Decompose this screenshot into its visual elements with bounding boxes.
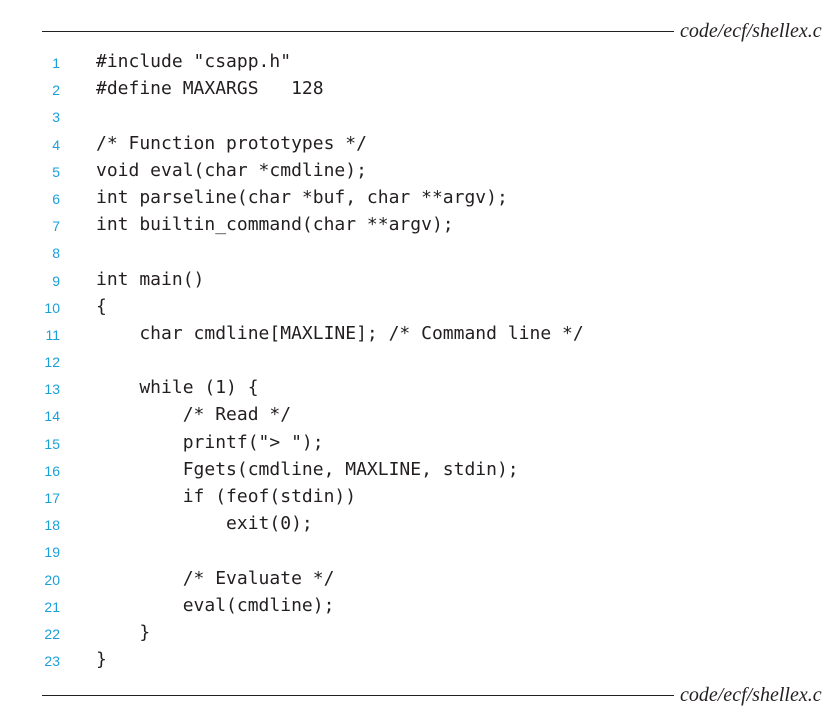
- code-line: 21 eval(cmdline);: [0, 594, 823, 621]
- code-line: 19: [0, 539, 823, 566]
- code-text: int main(): [96, 268, 205, 290]
- code-line: 17 if (feof(stdin)): [0, 485, 823, 512]
- code-text: #include "csapp.h": [96, 51, 292, 72]
- line-number: 17: [44, 490, 60, 506]
- code-line: 18 exit(0);: [0, 512, 823, 539]
- code-text: {: [96, 295, 107, 317]
- code-text: /* Read */: [96, 404, 292, 426]
- code-line: 16 Fgets(cmdline, MAXLINE, stdin);: [0, 458, 823, 485]
- line-number: 10: [44, 299, 60, 316]
- code-text: Fgets(cmdline, MAXLINE, stdin);: [96, 458, 519, 480]
- line-number: 13: [44, 381, 60, 398]
- code-text: /* Function prototypes */: [96, 132, 367, 154]
- code-line: 15 printf("> ");: [0, 431, 823, 458]
- code-text: exit(0);: [96, 513, 313, 535]
- bottom-rule: [42, 695, 674, 696]
- code-text: printf("> ");: [96, 431, 324, 453]
- line-number: 11: [45, 326, 60, 343]
- code-line: 22 }: [0, 621, 823, 648]
- code-line: 7 int builtin_command(char **argv);: [0, 213, 823, 240]
- code-line: 10 {: [0, 295, 823, 322]
- code-line: 11 char cmdline[MAXLINE]; /* Command lin…: [0, 322, 823, 349]
- code-line: 20 /* Evaluate */: [0, 567, 823, 594]
- code-text: }: [96, 649, 107, 671]
- code-text: }: [96, 621, 151, 643]
- code-text: int parseline(char *buf, char **argv);: [96, 186, 508, 208]
- line-number: 23: [44, 653, 60, 670]
- code-text: while (1) {: [96, 377, 259, 399]
- code-line: 14 /* Read */: [0, 403, 823, 430]
- code-text: void eval(char *cmdline);: [96, 159, 367, 181]
- code-line: 2 #define MAXARGS 128: [0, 77, 823, 104]
- line-number: 19: [44, 544, 60, 561]
- code-text: int builtin_command(char **argv);: [96, 214, 454, 236]
- line-number: 12: [44, 354, 60, 371]
- code-text: char cmdline[MAXLINE]; /* Command line *…: [96, 322, 584, 344]
- code-line: 6 int parseline(char *buf, char **argv);: [0, 186, 823, 213]
- footer-file-path: code/ecf/shellex.c: [680, 684, 822, 706]
- line-number: 14: [44, 408, 60, 425]
- code-line: 1 #include "csapp.h": [0, 50, 823, 77]
- code-line: 23}: [0, 648, 823, 675]
- code-line: 13 while (1) {: [0, 376, 823, 403]
- line-number: 21: [44, 598, 60, 615]
- code-line: 3: [0, 104, 823, 131]
- code-line: 5 void eval(char *cmdline);: [0, 159, 823, 186]
- line-number: 20: [44, 571, 60, 588]
- code-line: 4 /* Function prototypes */: [0, 132, 823, 159]
- line-number: 5: [52, 163, 60, 180]
- line-number: 22: [44, 625, 60, 642]
- code-line: 8: [0, 240, 823, 267]
- code-text: /* Evaluate */: [96, 567, 335, 589]
- line-number: 3: [52, 109, 60, 126]
- code-text: #define MAXARGS 128: [96, 78, 324, 100]
- line-number: 16: [44, 462, 60, 479]
- code-line: 12: [0, 349, 823, 376]
- line-number: 8: [52, 245, 60, 262]
- code-text: if (feof(stdin)): [96, 486, 357, 507]
- line-number: 6: [52, 190, 60, 207]
- line-number: 9: [52, 272, 60, 289]
- code-block: 1 #include "csapp.h" 2 #define MAXARGS 128 3…: [0, 50, 823, 675]
- line-number: 4: [52, 136, 60, 153]
- code-text: eval(cmdline);: [96, 594, 335, 616]
- line-number: 7: [52, 218, 60, 235]
- line-number: 18: [44, 517, 60, 534]
- top-rule: [42, 31, 674, 32]
- header-file-path: code/ecf/shellex.c: [680, 20, 822, 42]
- code-line: 9 int main(): [0, 268, 823, 295]
- line-number: 2: [52, 82, 60, 99]
- line-number: 1: [52, 55, 60, 71]
- line-number: 15: [44, 435, 60, 452]
